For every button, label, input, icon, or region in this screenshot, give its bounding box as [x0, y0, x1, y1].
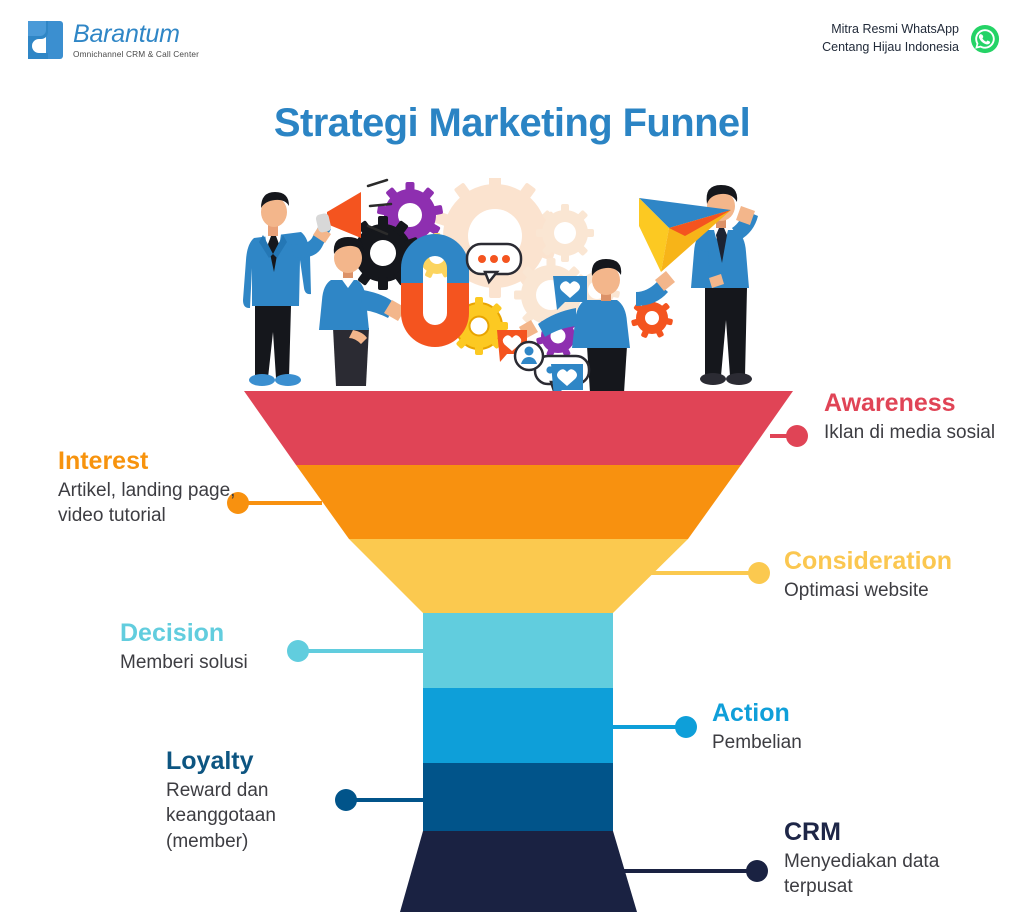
brand-tagline: Omnichannel CRM & Call Center	[73, 49, 200, 60]
marketing-team-illustration	[243, 178, 758, 393]
paper-plane-icon	[639, 198, 731, 272]
whatsapp-partner-badge: Mitra Resmi WhatsApp Centang Hijau Indon…	[822, 21, 1000, 57]
man-with-social-media-icons	[465, 242, 675, 393]
stage-label-crm: CRM Menyediakan data terpusat	[784, 818, 984, 900]
stage-label-interest: Interest Artikel, landing page, video tu…	[58, 447, 238, 529]
stage-desc-crm: Menyediakan data terpusat	[784, 851, 940, 898]
brand-name: Barantum	[73, 19, 180, 48]
funnel-band-awareness	[244, 391, 793, 465]
social-icons	[465, 242, 591, 393]
connector-awareness	[770, 425, 808, 447]
businessman-with-megaphone	[243, 178, 393, 386]
stage-label-loyalty: Loyalty Reward dan keanggotaan (member)	[166, 747, 346, 854]
stage-title-action: Action	[712, 699, 790, 727]
funnel-band-loyalty	[423, 763, 613, 831]
funnel-band-interest	[296, 465, 741, 539]
connector-crm	[618, 860, 768, 882]
connector-consideration	[650, 562, 770, 584]
funnel-band-decision	[423, 613, 613, 688]
connector-loyalty	[335, 789, 424, 811]
funnel-band-action	[423, 688, 613, 763]
funnel-band-consideration	[349, 539, 688, 613]
brand-wordmark: Barantum Omnichannel CRM & Call Center	[73, 19, 200, 60]
stage-title-crm: CRM	[784, 818, 841, 846]
connector-decision	[287, 640, 424, 662]
man-holding-magnet	[319, 234, 469, 386]
stage-title-loyalty: Loyalty	[166, 747, 254, 775]
stage-title-interest: Interest	[58, 447, 149, 475]
stage-desc-awareness: Iklan di media sosial	[824, 422, 996, 443]
page-title: Strategi Marketing Funnel	[273, 101, 751, 145]
stage-title-decision: Decision	[120, 619, 225, 647]
whatsapp-icon	[970, 24, 1000, 53]
stage-label-decision: Decision Memberi solusi	[120, 619, 320, 675]
stage-label-awareness: Awareness Iklan di media sosial	[824, 389, 1014, 445]
stage-desc-consideration: Optimasi website	[784, 580, 929, 601]
stage-desc-interest: Artikel, landing page, video tutorial	[58, 480, 236, 527]
connector-interest	[227, 492, 322, 514]
stage-label-consideration: Consideration Optimasi website	[784, 547, 1019, 603]
stage-label-action: Action Pembelian	[712, 699, 892, 755]
stage-desc-action: Pembelian	[712, 732, 802, 753]
partner-text: Mitra Resmi WhatsApp Centang Hijau Indon…	[822, 21, 959, 57]
funnel-band-crm	[400, 831, 637, 912]
partner-line-1: Mitra Resmi WhatsApp	[831, 22, 959, 36]
stage-title-awareness: Awareness	[824, 389, 956, 417]
brand-logo: Barantum Omnichannel CRM & Call Center	[26, 20, 199, 60]
stage-desc-decision: Memberi solusi	[120, 652, 248, 673]
partner-line-2: Centang Hijau Indonesia	[822, 39, 959, 54]
stage-desc-loyalty: Reward dan keanggotaan (member)	[166, 780, 276, 852]
stage-title-consideration: Consideration	[784, 547, 953, 575]
man-with-paper-plane	[639, 185, 758, 385]
connector-action	[612, 716, 697, 738]
barantum-b-logo-icon	[28, 21, 63, 59]
